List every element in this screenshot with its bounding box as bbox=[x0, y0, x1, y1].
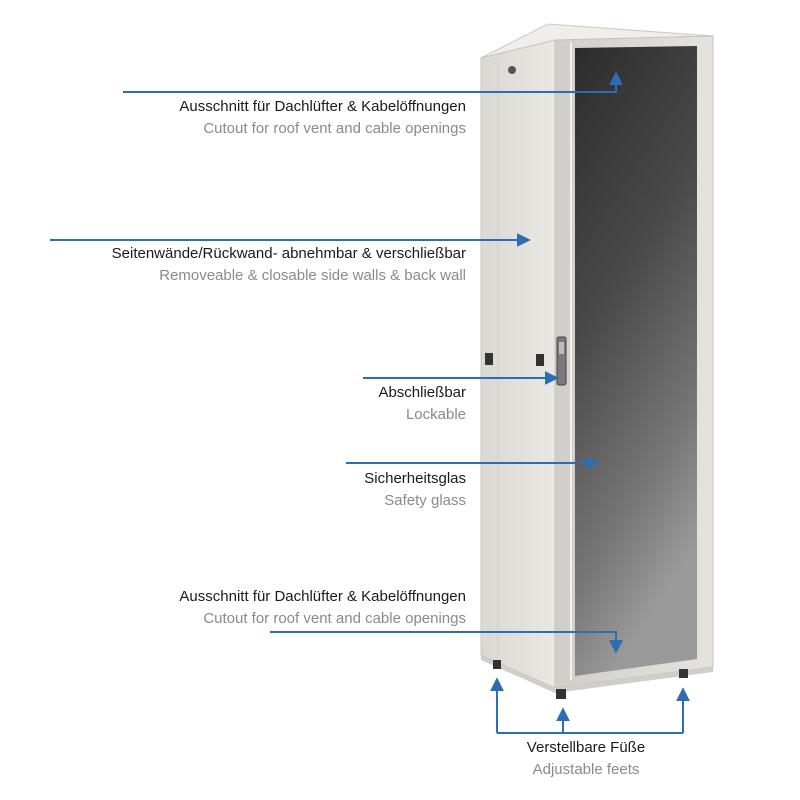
side-lock-icon bbox=[508, 66, 516, 74]
label-safety-glass: Sicherheitsglas Safety glass bbox=[364, 468, 466, 512]
label-lockable-de: Abschließbar bbox=[378, 384, 466, 401]
label-side-walls: Seitenwände/Rückwand- abnehmbar & versch… bbox=[112, 243, 466, 287]
glass-door bbox=[575, 46, 697, 676]
callout-arrows bbox=[50, 71, 690, 734]
label-side-walls-de: Seitenwände/Rückwand- abnehmbar & versch… bbox=[111, 245, 466, 262]
label-safety-glass-de: Sicherheitsglas bbox=[364, 470, 466, 487]
foot-right bbox=[679, 669, 688, 678]
cabinet-plinth bbox=[481, 655, 713, 693]
label-roof-cutout-top-de: Ausschnitt für Dachlüfter & Kabelöffnung… bbox=[179, 98, 466, 115]
side-latch-right bbox=[536, 354, 544, 366]
side-latch-left bbox=[485, 353, 493, 365]
foot-middle bbox=[556, 689, 566, 699]
label-roof-cutout-bottom-de: Ausschnitt für Dachlüfter & Kabelöffnung… bbox=[179, 588, 466, 605]
arrow-roof-bottom bbox=[270, 631, 623, 654]
label-lockable-en: Lockable bbox=[405, 406, 466, 423]
label-adjustable-feet-de: Verstellbare Füße bbox=[526, 739, 646, 756]
label-adjustable-feet: Verstellbare Füße Adjustable feets bbox=[500, 737, 672, 781]
label-side-walls-en: Removeable & closable side walls & back … bbox=[159, 267, 466, 284]
label-adjustable-feet-en: Adjustable feets bbox=[532, 761, 640, 778]
label-lockable: Abschließbar Lockable bbox=[378, 382, 466, 426]
label-safety-glass-en: Safety glass bbox=[384, 492, 466, 509]
arrow-roof-top bbox=[123, 71, 623, 93]
label-roof-cutout-top: Ausschnitt für Dachlüfter & Kabelöffnung… bbox=[179, 96, 466, 140]
label-roof-cutout-bottom: Ausschnitt für Dachlüfter & Kabelöffnung… bbox=[179, 586, 466, 630]
label-roof-cutout-top-en: Cutout for roof vent and cable openings bbox=[203, 120, 466, 137]
foot-left bbox=[493, 660, 501, 669]
label-roof-cutout-bottom-en: Cutout for roof vent and cable openings bbox=[203, 610, 466, 627]
adjustable-feet-icons bbox=[493, 660, 688, 699]
